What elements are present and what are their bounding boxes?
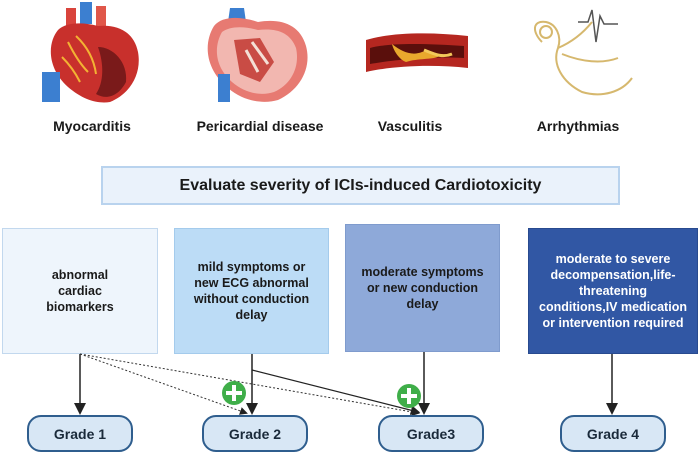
arrow-grade2-to-grade3 <box>251 369 421 415</box>
criteria-text-grade-4: moderate to severe decompensation,life-t… <box>539 252 687 330</box>
plus-badge-icon <box>397 384 421 408</box>
conduction-system-icon <box>534 9 633 96</box>
condition-label-arrhythmias: Arrhythmias <box>536 118 620 134</box>
evaluate-severity-box: Evaluate severity of ICIs-induced Cardio… <box>101 166 620 205</box>
condition-label-vasculitis: Vasculitis <box>377 118 443 134</box>
evaluate-severity-title: Evaluate severity of ICIs-induced Cardio… <box>179 176 542 194</box>
plus-badge-icon <box>222 381 246 405</box>
criteria-box-grade-4: moderate to severe decompensation,life-t… <box>528 228 698 354</box>
condition-label-pericardial-disease: Pericardial disease <box>196 118 324 134</box>
vessel-icon <box>366 33 468 72</box>
criteria-text-grade-1: abnormal cardiac biomarkers <box>46 268 114 314</box>
grade-3-pill: Grade3 <box>378 415 484 452</box>
criteria-text-grade-2: mild symptoms or new ECG abnormal withou… <box>193 260 310 322</box>
condition-label-myocarditis: Myocarditis <box>53 118 131 134</box>
criteria-box-grade-2: mild symptoms or new ECG abnormal withou… <box>174 228 329 354</box>
myocarditis-heart-icon <box>42 2 139 103</box>
grade-2-pill: Grade 2 <box>202 415 308 452</box>
pericardial-heart-icon <box>207 8 308 102</box>
grade-1-pill: Grade 1 <box>27 415 133 452</box>
criteria-text-grade-3: moderate symptoms or new conduction dela… <box>361 265 484 311</box>
dotted-arrow-grade1-to-grade3 <box>79 353 420 416</box>
dotted-arrow-grade1-to-grade2 <box>79 353 248 415</box>
grade-4-pill: Grade 4 <box>560 415 666 452</box>
criteria-box-grade-1: abnormal cardiac biomarkers <box>2 228 158 354</box>
criteria-box-grade-3: moderate symptoms or new conduction dela… <box>345 224 500 352</box>
